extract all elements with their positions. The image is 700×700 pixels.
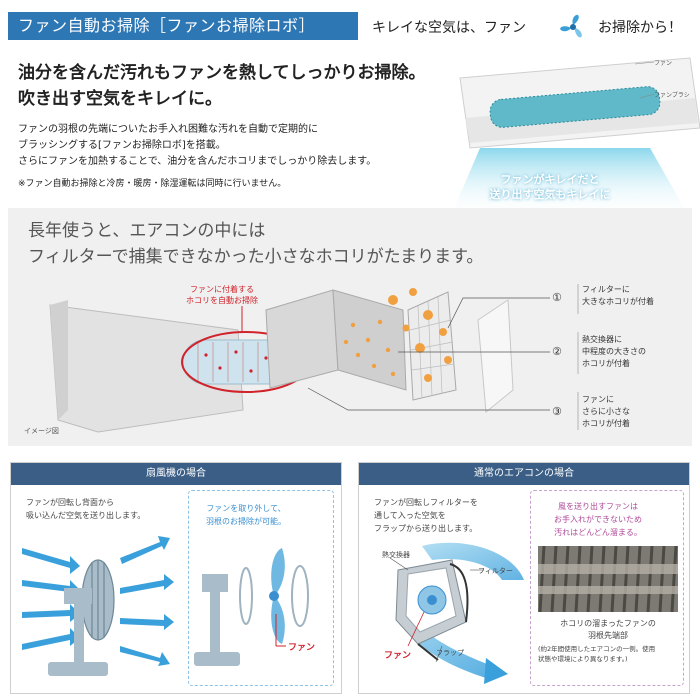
dusty-fan-note-line-2: 状態や環境により異なります。) bbox=[538, 655, 628, 663]
fan-label-left: ファン bbox=[288, 643, 316, 653]
dirty-fan-line-3: 汚れはどんどん溜まる。 bbox=[554, 528, 642, 537]
caption-line-1: ファンがキレイだと bbox=[500, 173, 600, 186]
diagram-heading-line-1: 長年使うと、エアコンの中には bbox=[28, 221, 266, 241]
item-label-2: 熱交換器に 中程度の大きさの ホコリが付着 bbox=[582, 334, 646, 370]
electric-fan-illustration bbox=[22, 536, 174, 676]
page-title: ファン自動お掃除［ファンお掃除ロボ］ bbox=[8, 12, 358, 40]
item-1-line-1: フィルターに bbox=[582, 285, 630, 294]
item-3-line-1: ファンに bbox=[582, 395, 614, 404]
fan-note-line-1: ファンに付着する bbox=[190, 285, 254, 294]
diagram-heading-line-2: フィルターで捕集できなかった小さなホコリがたまります。 bbox=[28, 247, 484, 267]
item-1-line-2: 大きなホコリが付着 bbox=[582, 297, 654, 306]
electric-fan-panel: 扇風機の場合 bbox=[10, 462, 342, 694]
item-number-2: ② bbox=[552, 345, 562, 358]
caption-line-2: 送り出す空気もキレイに bbox=[489, 188, 611, 201]
electric-fan-heading: 扇風機の場合 bbox=[11, 463, 341, 485]
headline-line-2: 吹き出す空気をキレイに。 bbox=[18, 89, 222, 109]
normal-ac-text-line-1: ファンが回転しフィルターを bbox=[374, 498, 478, 507]
normal-ac-text-line-2: 通して入った空気を bbox=[374, 511, 446, 520]
image-note: イメージ図 bbox=[24, 427, 59, 435]
fan-removable-text: ファンを取り外して、 羽根のお掃除が可能。 bbox=[206, 502, 286, 528]
clean-air-caption: ファンがキレイだと 送り出す空気もキレイに bbox=[470, 172, 630, 202]
intro-headline: 油分を含んだ汚れもファンを熱してしっかりお掃除。 吹き出す空気をキレイに。 bbox=[18, 60, 426, 112]
exploded-ac-diagram bbox=[49, 284, 579, 433]
intro-description: ファンの羽根の先端についたお手入れ困難な汚れを自動で定期的に ブラッシングする[… bbox=[18, 122, 376, 170]
dirty-fan-line-2: お手入れができないため bbox=[554, 515, 642, 524]
desc-line-1: ファンの羽根の先端についたお手入れ困難な汚れを自動で定期的に bbox=[18, 124, 318, 135]
normal-ac-text: ファンが回転しフィルターを 通して入った空気を フラップから送り出します。 bbox=[374, 496, 478, 535]
fan-note-line-2: ホコリを自動お掃除 bbox=[186, 296, 258, 305]
label-fan-right: ファン bbox=[384, 651, 412, 661]
heat-exchanger bbox=[265, 289, 407, 391]
fan-removable-line-2: 羽根のお掃除が可能。 bbox=[206, 517, 286, 526]
dusty-fan-photo bbox=[538, 546, 678, 612]
label-heat-exchanger: 熱交換器 bbox=[382, 551, 410, 559]
fan-removable-box bbox=[188, 490, 334, 686]
normal-ac-heading: 通常のエアコンの場合 bbox=[359, 463, 689, 485]
item-2-line-1: 熱交換器に bbox=[582, 335, 622, 344]
fan-removable-line-1: ファンを取り外して、 bbox=[206, 504, 286, 513]
fan-removed-illustration bbox=[194, 548, 309, 666]
diagram-heading: 長年使うと、エアコンの中には フィルターで捕集できなかった小さなホコリがたまりま… bbox=[28, 218, 483, 270]
electric-fan-text-line-1: ファンが回転し背面から bbox=[26, 498, 114, 507]
headline-line-1: 油分を含んだ汚れもファンを熱してしっかりお掃除。 bbox=[18, 63, 426, 83]
item-3-line-3: ホコリが付着 bbox=[582, 419, 630, 428]
item-3-line-2: さらに小さな bbox=[582, 407, 630, 416]
normal-ac-text-line-3: フラップから送り出します。 bbox=[374, 524, 478, 533]
desc-line-2: ブラッシングする[ファンお掃除ロボ]を搭載。 bbox=[18, 140, 226, 151]
callout-fan-brush-label: ファンブラシ bbox=[654, 92, 690, 99]
item-number-3: ③ bbox=[552, 405, 562, 418]
dirty-fan-line-1: 風を送り出すファンは bbox=[558, 502, 638, 511]
dusty-fan-note: (約2年間使用したエアコンの一例。使用 状態や環境により異なります。) bbox=[538, 644, 655, 664]
dusty-fan-caption-line-1: ホコリの溜まったファンの bbox=[560, 619, 656, 628]
callout-fan-label: ファン bbox=[654, 60, 673, 67]
dirty-fan-text: 風を送り出すファンは お手入れができないため 汚れはどんどん溜まる。 bbox=[554, 500, 642, 539]
item-label-1: フィルターに 大きなホコリが付着 bbox=[582, 284, 654, 308]
dusty-fan-caption-line-2: 羽根先端部 bbox=[588, 631, 628, 640]
label-filter: フィルター bbox=[478, 567, 513, 575]
fan-cleaning-note: ファンに付着する ホコリを自動お掃除 bbox=[186, 284, 258, 306]
label-flap: フラップ bbox=[436, 649, 464, 657]
desc-line-3: さらにファンを加熱することで、油分を含んだホコリまでしっかり除去します。 bbox=[18, 156, 377, 167]
air-conditioner-illustration bbox=[450, 57, 700, 218]
item-2-line-3: ホコリが付着 bbox=[582, 359, 630, 368]
electric-fan-text-line-2: 吸い込んだ空気を送り出します。 bbox=[26, 511, 146, 520]
item-2-line-2: 中程度の大きさの bbox=[582, 347, 646, 356]
tagline-after: お掃除から！ bbox=[598, 20, 682, 36]
fan-logo-icon bbox=[560, 14, 582, 38]
electric-fan-text: ファンが回転し背面から 吸い込んだ空気を送り出します。 bbox=[26, 496, 145, 522]
intro-note: ※ファン自動お掃除と冷房・暖房・除湿運転は同時に行いません。 bbox=[18, 179, 287, 189]
filter bbox=[388, 288, 457, 401]
dusty-fan-note-line-1: (約2年間使用したエアコンの一例。使用 bbox=[538, 645, 656, 653]
ac-cross-section-illustration bbox=[389, 542, 524, 684]
item-label-3: ファンに さらに小さな ホコリが付着 bbox=[582, 394, 630, 430]
dirty-fan-box bbox=[530, 490, 684, 686]
item-number-1: ① bbox=[552, 291, 562, 304]
dusty-fan-caption: ホコリの溜まったファンの 羽根先端部 bbox=[544, 618, 672, 642]
tagline-before: キレイな空気は、ファン bbox=[372, 20, 526, 36]
